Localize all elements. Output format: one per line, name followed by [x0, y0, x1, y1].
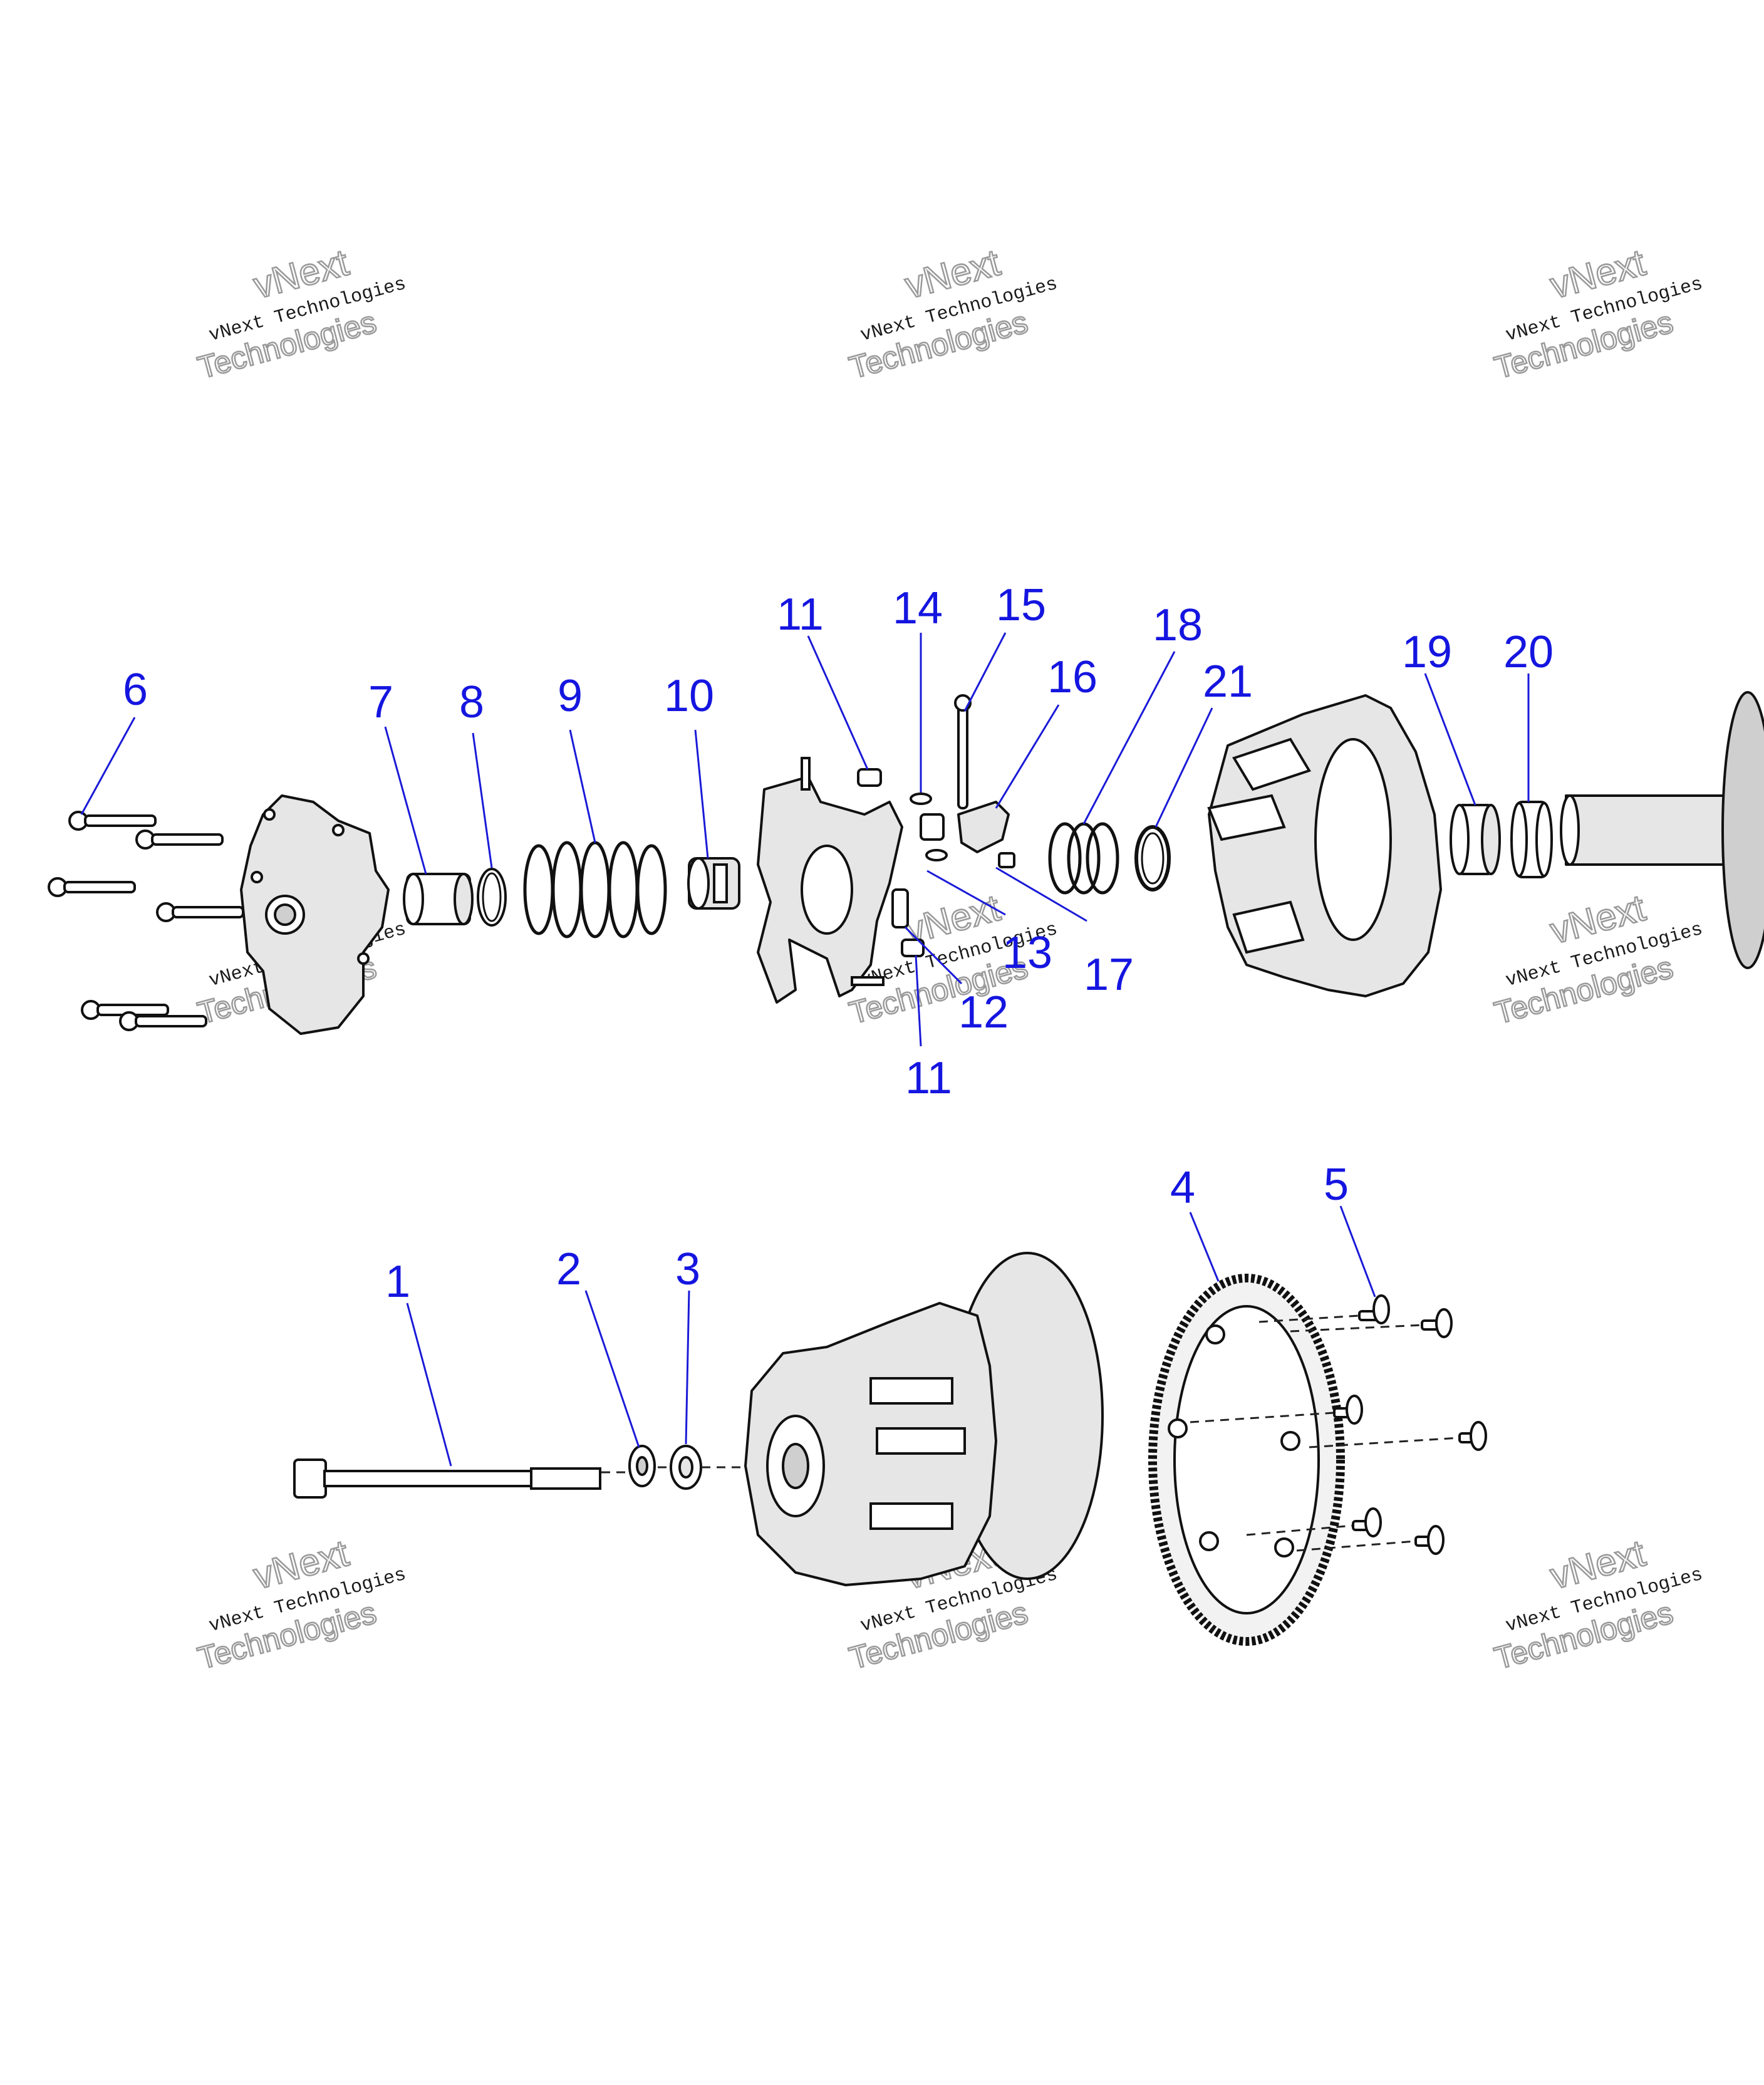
- part-collar: [687, 857, 740, 910]
- leader-lines: [80, 632, 1530, 1467]
- watermark: vNext vNext Technologies Technologies: [845, 241, 1060, 387]
- part-bushing: [403, 873, 474, 925]
- part-spring-set: [1048, 822, 1119, 895]
- watermark: vNext vNext Technologies Technologies: [1490, 1531, 1705, 1677]
- watermark: vNext vNext Technologies Technologies: [1490, 241, 1705, 387]
- callout-label: 13: [1002, 928, 1052, 978]
- callout-label: 19: [1402, 627, 1452, 677]
- callout-label: 18: [1153, 600, 1203, 650]
- callout-label: 2: [556, 1244, 581, 1294]
- part-pin-weight: [954, 694, 1015, 868]
- callout-label: 11: [905, 1053, 952, 1103]
- watermark: vNext vNext Technologies Technologies: [194, 241, 408, 387]
- callout-label: 10: [664, 671, 714, 721]
- part-ring-gear: [1148, 1274, 1345, 1646]
- part-clutch-assembly: [744, 1252, 1104, 1586]
- watermark: vNext vNext Technologies Technologies: [194, 1531, 408, 1677]
- part-fixed-sheave-shaft: [1560, 691, 1764, 969]
- callout-label: 6: [123, 665, 148, 715]
- part-long-bolt: [293, 1458, 633, 1499]
- part-ring-21: [1134, 825, 1171, 892]
- callout-label: 12: [958, 987, 1009, 1037]
- part-spider: [757, 757, 903, 1004]
- callout-label: 1: [385, 1257, 410, 1307]
- callout-label: 11: [777, 590, 824, 640]
- part-screws: [1190, 1294, 1487, 1555]
- callout-label: 5: [1324, 1160, 1349, 1210]
- callout-label: 15: [996, 580, 1046, 630]
- watermark: vNext vNext Technologies Technologies: [1490, 886, 1705, 1032]
- callout-label: 3: [675, 1244, 700, 1294]
- callouts: 6 7 8 9 10 11 14 15 16 18 21 19 20 13 17…: [123, 580, 1554, 1307]
- callout-label: 9: [558, 671, 583, 721]
- part-small-hardware: [857, 768, 948, 957]
- callout-label: 7: [368, 677, 393, 727]
- part-ring: [477, 868, 507, 927]
- callout-label: 20: [1503, 627, 1554, 677]
- callout-label: 4: [1170, 1163, 1195, 1213]
- part-bushings-19-20: [1450, 801, 1553, 878]
- part-cover-plate: [240, 794, 390, 1035]
- part-bolts: [48, 811, 244, 1031]
- callout-label: 17: [1084, 950, 1134, 1000]
- callout-label: 14: [893, 583, 943, 633]
- callout-label: 21: [1203, 657, 1253, 707]
- part-spring: [523, 841, 667, 939]
- part-washer-spacer: [628, 1445, 745, 1490]
- part-moveable-sheave: [1207, 694, 1442, 997]
- callout-label: 8: [459, 677, 484, 727]
- callout-label: 16: [1047, 652, 1097, 702]
